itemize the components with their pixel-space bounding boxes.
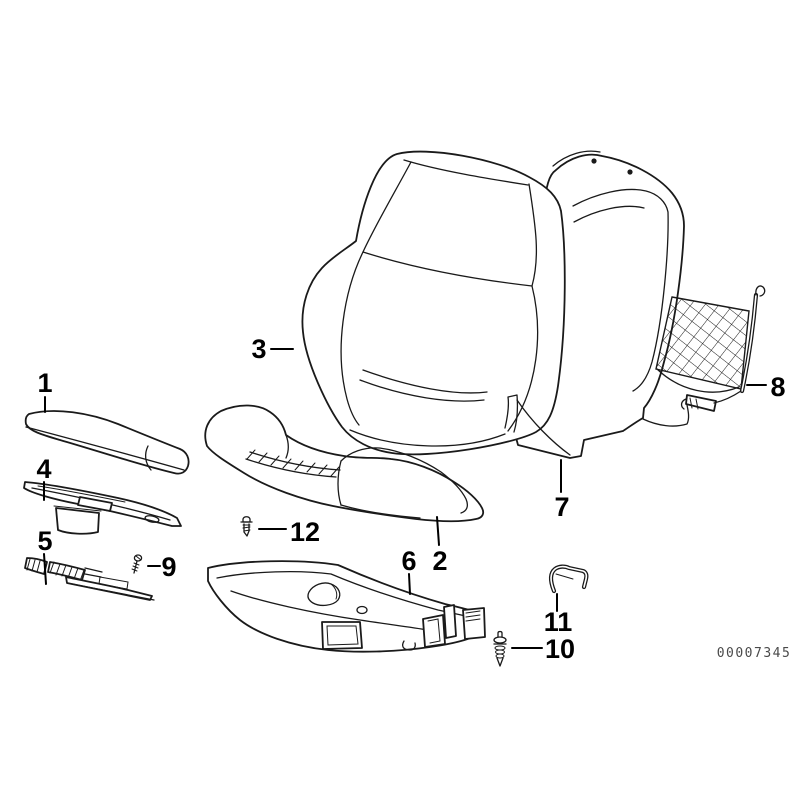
backrest-cushion-part3 — [301, 150, 571, 456]
u-clip-part11 — [549, 564, 589, 594]
diagram-code: 00007345 — [717, 646, 792, 661]
callout-label-8: 8 — [770, 372, 785, 402]
expanding-rivet-part10 — [493, 630, 507, 667]
screw-part9 — [131, 554, 143, 574]
seat-cushion-part2 — [204, 404, 485, 523]
callout-label-7: 7 — [554, 492, 569, 522]
callout-label-3: 3 — [251, 334, 266, 364]
callout-label-5: 5 — [37, 526, 52, 556]
callout-label-11: 11 — [544, 607, 573, 637]
leader-line-6 — [408, 573, 411, 595]
armrest-pad-part1 — [24, 410, 190, 475]
armrest-base-part4 — [23, 481, 182, 535]
callout-label-6: 6 — [401, 546, 416, 576]
callout-label-10: 10 — [545, 634, 575, 664]
callout-label-9: 9 — [161, 552, 176, 582]
leader-line-5 — [43, 553, 47, 585]
callout-label-1: 1 — [37, 368, 52, 398]
callout-label-4: 4 — [36, 454, 51, 484]
slide-rail-part5 — [24, 557, 155, 601]
callout-label-12: 12 — [290, 517, 320, 547]
leader-line-2 — [436, 516, 440, 546]
screw-part12 — [240, 516, 253, 537]
callout-label-2: 2 — [432, 546, 447, 576]
seat-pan-part6 — [207, 560, 486, 653]
storage-net-part8 — [655, 285, 766, 412]
